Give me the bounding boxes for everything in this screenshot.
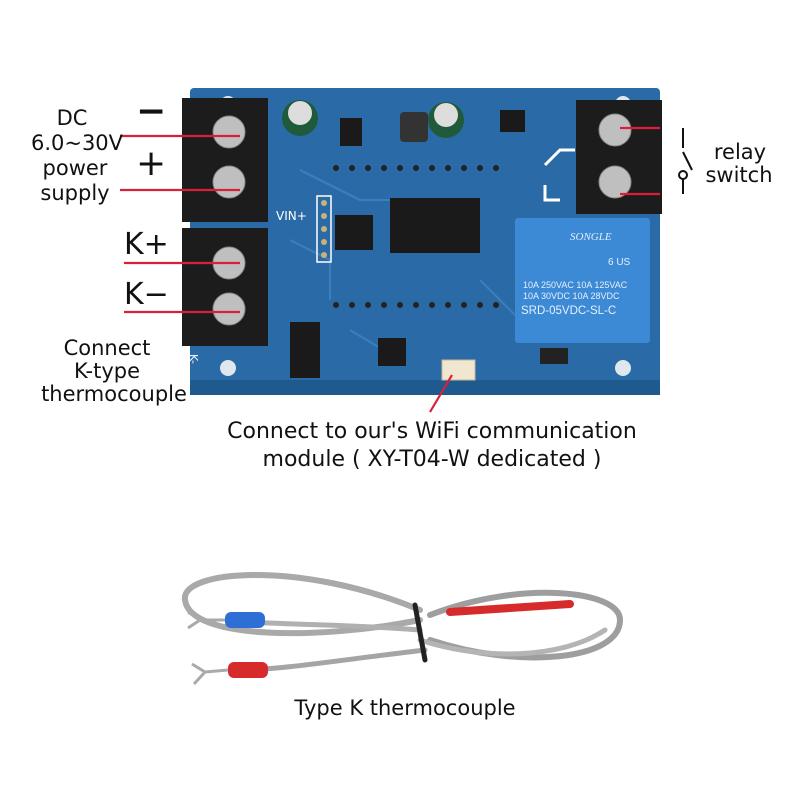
wifi-connector bbox=[441, 359, 476, 381]
relay-rating-1: 10A 250VAC 10A 125VAC bbox=[523, 280, 628, 290]
dc-label: DC bbox=[56, 106, 88, 130]
right-terminal-blocks bbox=[576, 100, 662, 214]
left-terminal-blocks bbox=[182, 98, 268, 346]
k-minus-silk: K- bbox=[187, 354, 200, 364]
plus-symbol: + bbox=[136, 143, 167, 184]
relay-rating-2: 10A 30VDC 10A 28VDC bbox=[523, 291, 620, 301]
wifi-label-line1: Connect to our's WiFi communication bbox=[227, 419, 637, 444]
relay-label: relay bbox=[713, 140, 767, 164]
minus-symbol: − bbox=[136, 91, 167, 132]
pointer-lines bbox=[120, 126, 660, 413]
connect-label: Connect bbox=[63, 336, 151, 360]
wifi-label-line2: module ( XY-T04-W dedicated ) bbox=[262, 447, 602, 472]
k-minus-label: K− bbox=[124, 277, 169, 312]
thermocouple-lugs bbox=[187, 610, 268, 686]
relay bbox=[515, 218, 650, 343]
vin-silk: VIN+ bbox=[276, 209, 307, 223]
relay-cert: 6 US bbox=[608, 257, 631, 268]
relay-model: SRD-05VDC-SL-C bbox=[521, 305, 616, 317]
supply-label: supply bbox=[40, 181, 110, 205]
switch-label: switch bbox=[705, 163, 773, 187]
voltage-label: 6.0~30V bbox=[30, 131, 124, 155]
k-plus-label: K+ bbox=[124, 227, 169, 262]
power-label: power bbox=[42, 156, 108, 180]
relay-brand: SONGLE bbox=[570, 231, 612, 243]
main-chip bbox=[390, 198, 480, 253]
thermocouple-label: thermocouple bbox=[41, 382, 187, 406]
k-type-label: K-type bbox=[73, 359, 141, 383]
relay-switch-symbol bbox=[678, 128, 693, 194]
cable-caption: Type K thermocouple bbox=[294, 696, 516, 720]
